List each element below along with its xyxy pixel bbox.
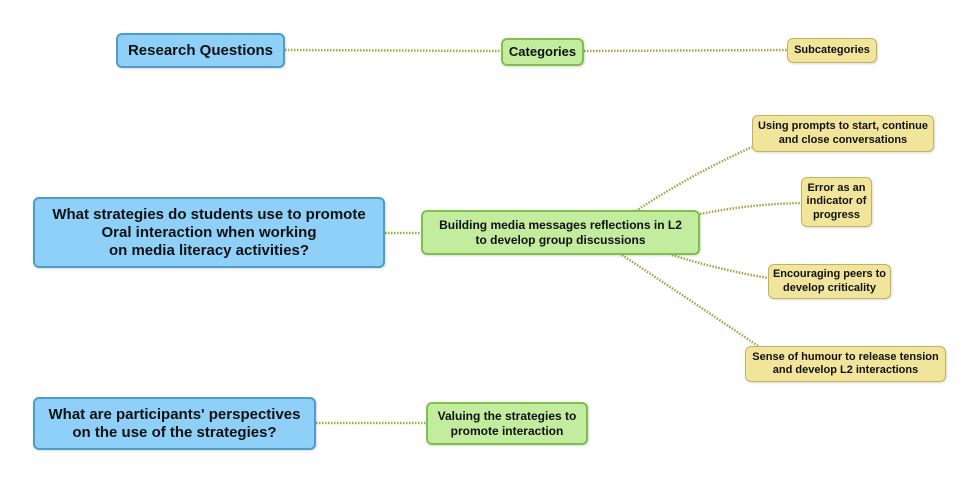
connector-c1-to-s3 [671, 253, 769, 280]
legend-subcategories-label: Subcategories [794, 43, 870, 56]
legend-categories-node[interactable]: Categories [501, 38, 584, 66]
subcategory-node-3[interactable]: Encouraging peers to develop criticality [768, 264, 891, 299]
subcategory-text: Encouraging peers to develop criticality [772, 268, 887, 294]
research-question-text: What strategies do students use to promo… [52, 205, 366, 259]
research-question-node-1[interactable]: What strategies do students use to promo… [33, 197, 385, 268]
connector-c1-to-s4 [621, 253, 759, 348]
category-text: Valuing the strategies to promote intera… [437, 409, 577, 438]
subcategory-node-2[interactable]: Error as an indicator of progress [801, 177, 872, 227]
category-node-2[interactable]: Valuing the strategies to promote intera… [426, 402, 588, 445]
category-text: Building media messages reflections in L… [439, 218, 682, 247]
subcategory-text: Error as an indicator of progress [806, 182, 867, 221]
legend-research-questions-label: Research Questions [127, 41, 274, 59]
connector-c1-to-s2 [699, 201, 802, 216]
subcategory-text: Sense of humour to release tension and d… [752, 350, 939, 376]
subcategory-node-4[interactable]: Sense of humour to release tension and d… [745, 346, 946, 382]
subcategory-text: Using prompts to start, continue and clo… [758, 120, 928, 146]
legend-subcategories-node[interactable]: Subcategories [787, 38, 877, 63]
subcategory-node-1[interactable]: Using prompts to start, continue and clo… [752, 115, 934, 152]
category-node-1[interactable]: Building media messages reflections in L… [421, 210, 700, 255]
connector-c1-to-s1 [635, 145, 753, 213]
legend-categories-label: Categories [508, 44, 577, 60]
connector-rq-to-categories [284, 48, 502, 53]
legend-research-questions-node[interactable]: Research Questions [116, 33, 285, 68]
connector-categories-to-subcategories [583, 48, 788, 53]
research-question-text: What are participants' perspectives on t… [48, 405, 301, 441]
research-question-node-2[interactable]: What are participants' perspectives on t… [33, 397, 316, 450]
